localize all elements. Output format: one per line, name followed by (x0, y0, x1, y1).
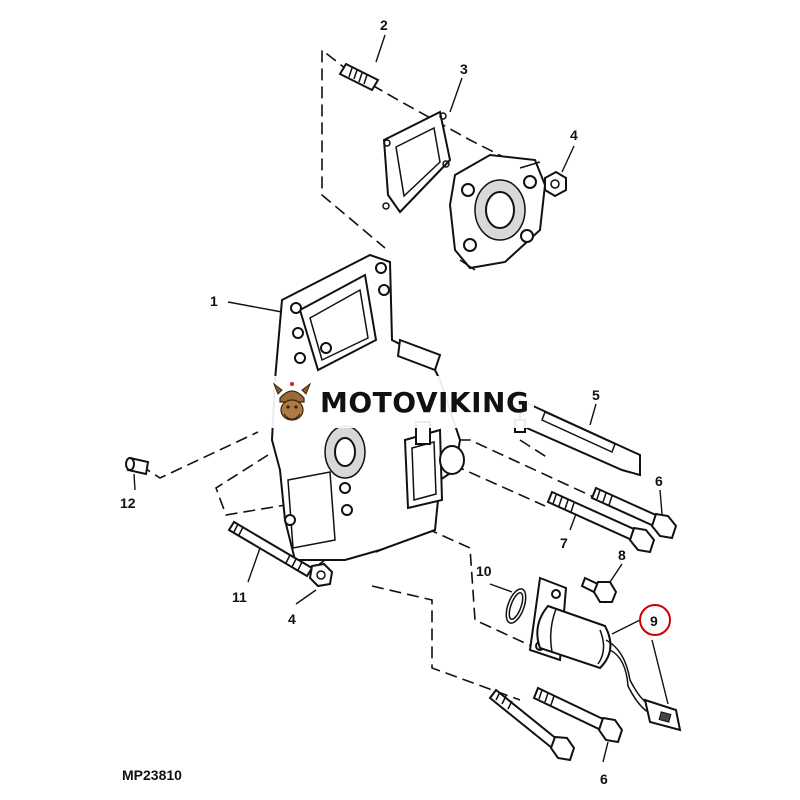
callout-9: 9 (650, 613, 658, 629)
part-12-dowel-pin (125, 456, 150, 476)
callout-4-lower: 4 (288, 611, 296, 627)
viking-helmet-icon (272, 382, 312, 421)
callout-9-highlight-circle (639, 604, 671, 636)
callout-11: 11 (232, 589, 247, 605)
injection-pump-flange-housing (448, 153, 547, 271)
part-4-nut-upper (544, 170, 567, 198)
part-6-capscrew-upper (590, 486, 678, 540)
callout-leader-lines (133, 34, 669, 763)
callout-1: 1 (210, 293, 218, 309)
part-7-long-capscrew (546, 490, 656, 554)
callout-4-upper: 4 (570, 127, 578, 143)
part-9-shutoff-solenoid (528, 576, 682, 732)
part-3-gasket (382, 110, 452, 214)
part-11-stud (227, 520, 314, 578)
part-10-o-ring (505, 588, 527, 624)
reference-code: MP23810 (122, 767, 182, 783)
watermark-banner: MOTOVIKING (262, 376, 534, 428)
part-6-capscrew-lower-b (488, 688, 576, 762)
callout-6-lower: 6 (600, 771, 608, 787)
callout-2: 2 (380, 17, 388, 33)
callout-8: 8 (618, 547, 626, 563)
part-6-capscrew-lower (532, 686, 624, 744)
callout-6-upper: 6 (655, 473, 663, 489)
callout-12: 12 (120, 495, 136, 511)
callout-7: 7 (560, 535, 568, 551)
callout-labels: 1 2 3 4 4 5 6 6 7 8 9 10 11 12 (120, 17, 671, 787)
callout-10: 10 (476, 563, 492, 579)
part-2-stud (338, 62, 380, 92)
callout-3: 3 (460, 61, 468, 77)
callout-5: 5 (592, 387, 600, 403)
part-4-nut-lower (308, 562, 334, 588)
watermark-brand-text: MOTOVIKING (320, 385, 530, 419)
